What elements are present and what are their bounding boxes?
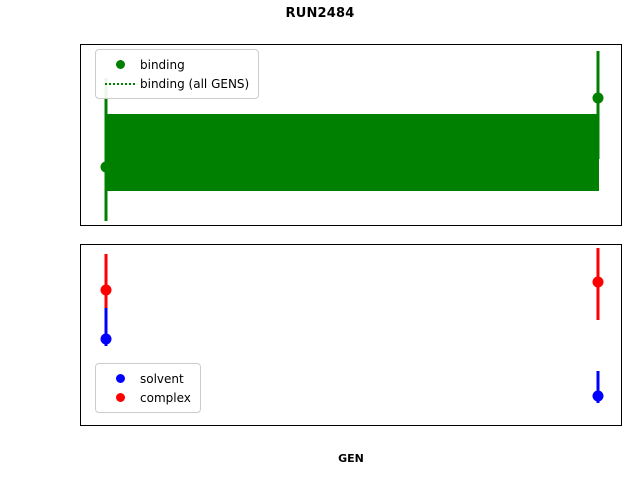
axes-bottom-dg: −53 −54 −55 −56 −57 −58 0 1 — [80, 244, 622, 426]
xtick-mark — [105, 225, 107, 226]
legend-marker-icon — [103, 393, 137, 402]
errorbar-solvent-gen0 — [104, 308, 108, 346]
legend-label: complex — [140, 390, 191, 405]
ytick-mark — [80, 153, 81, 155]
ytick-mark — [80, 416, 81, 418]
legend-item-solvent[interactable]: solvent — [103, 369, 191, 388]
marker-solvent-gen0 — [100, 333, 112, 344]
xtick-mark — [597, 425, 599, 426]
legend-marker-icon — [103, 60, 137, 69]
axes-top-binding: 5 4 3 2 1 0 — [80, 44, 622, 226]
marker-complex-gen1 — [592, 276, 604, 288]
legend-item-binding-all-gens[interactable]: binding (all GENS) — [103, 74, 249, 93]
legend-label: solvent — [140, 371, 184, 386]
legend-label: binding — [140, 57, 185, 72]
ytick-mark — [80, 385, 81, 387]
marker-binding-gen0 — [100, 161, 112, 173]
ytick-mark — [80, 221, 81, 223]
legend-label: binding (all GENS) — [140, 76, 250, 91]
ytick-mark — [80, 322, 81, 324]
ytick-mark — [80, 259, 81, 261]
legend-top[interactable]: binding binding (all GENS) — [95, 49, 260, 99]
errorbar-binding-gen1 — [596, 51, 600, 159]
legend-bottom[interactable]: solvent complex — [95, 363, 201, 413]
errorbar-binding-gen0 — [104, 78, 108, 221]
ytick-mark — [80, 187, 81, 189]
ytick-mark — [80, 119, 81, 121]
marker-solvent-gen1 — [592, 390, 604, 402]
errorbar-solvent-gen1 — [596, 370, 600, 404]
legend-item-complex[interactable]: complex — [103, 388, 191, 407]
ytick-mark — [80, 353, 81, 355]
legend-item-binding[interactable]: binding — [103, 55, 249, 74]
xaxis-label: GEN — [338, 452, 364, 465]
xtick-mark — [597, 225, 599, 226]
ytick-mark — [80, 51, 81, 53]
figure-title: RUN2484 — [285, 6, 355, 21]
marker-complex-gen0 — [100, 284, 112, 295]
ytick-mark — [80, 290, 81, 292]
ytick-mark — [80, 85, 81, 87]
marker-binding-gen1 — [592, 92, 604, 104]
legend-marker-icon — [103, 374, 137, 383]
legend-dotted-line-icon — [103, 82, 137, 85]
xtick-mark — [105, 425, 107, 426]
binding-all-gens-band — [106, 114, 599, 191]
